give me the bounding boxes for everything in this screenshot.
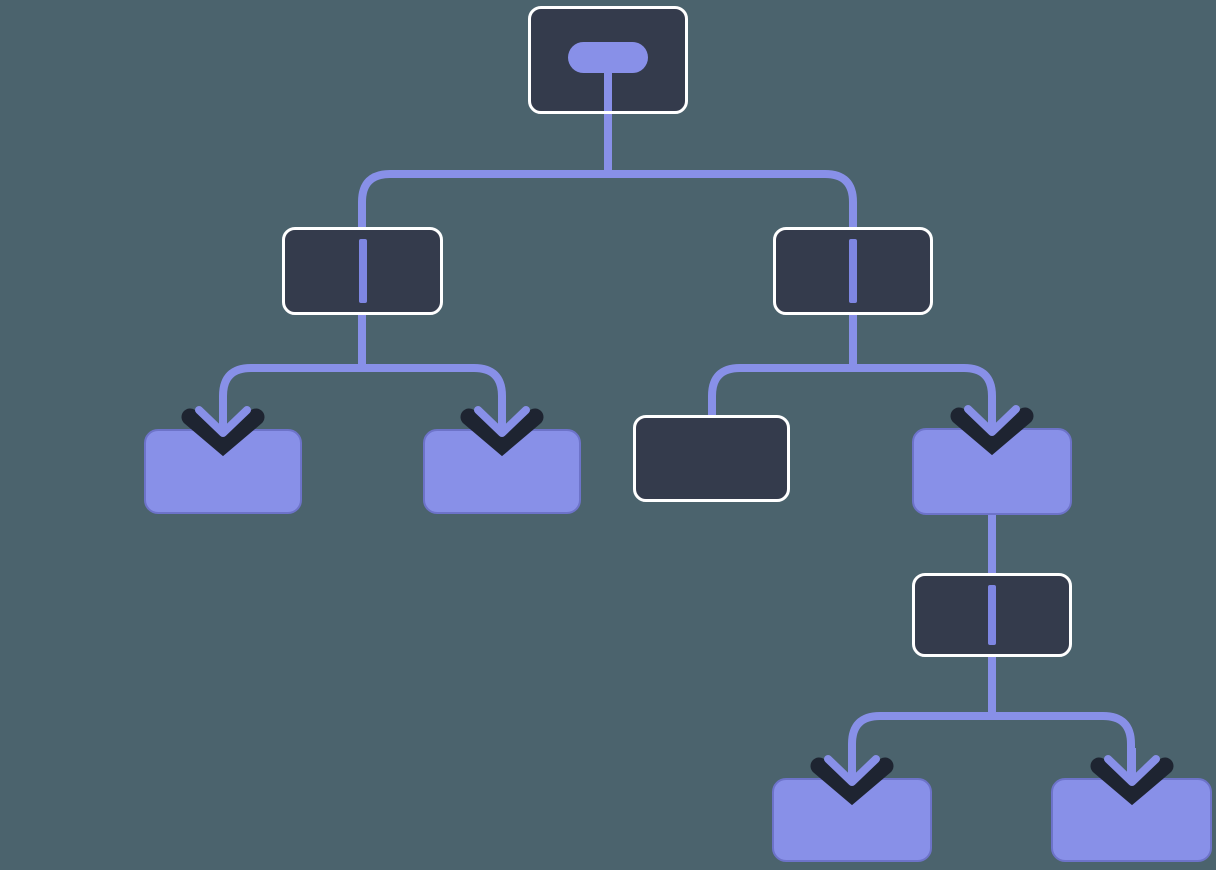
- root-pill-icon: [568, 42, 648, 73]
- edge-split4: [848, 712, 1135, 782]
- tree-node-root[interactable]: [528, 6, 688, 114]
- edge-split1: [358, 170, 857, 232]
- root-stem-line: [604, 69, 612, 111]
- pass-through-line: [358, 239, 367, 303]
- pass-through-line: [988, 585, 996, 645]
- tree-node-branch-bottom[interactable]: [912, 573, 1072, 657]
- chevron-path: [460, 408, 544, 457]
- edge-split2: [219, 364, 506, 433]
- collapse-arrow-icon[interactable]: [947, 398, 1037, 462]
- chevron-path: [181, 408, 265, 457]
- pass-through-line: [849, 239, 857, 303]
- chevron-path: [964, 405, 1020, 436]
- collapse-arrow-icon[interactable]: [1087, 748, 1177, 812]
- tree-node-leaf-dark[interactable]: [633, 415, 790, 502]
- tree-node-branch-right[interactable]: [773, 227, 933, 315]
- chevron-path: [950, 407, 1034, 456]
- chevron-path: [824, 755, 880, 786]
- collapse-arrow-icon[interactable]: [457, 399, 547, 463]
- collapse-arrow-icon[interactable]: [807, 748, 897, 812]
- tree-node-branch-left[interactable]: [282, 227, 443, 315]
- chevron-path: [1103, 755, 1160, 786]
- chevron-path: [474, 406, 530, 437]
- chevron-path: [810, 757, 894, 806]
- chevron-path: [1090, 757, 1173, 806]
- collapse-arrow-icon[interactable]: [178, 399, 268, 463]
- edge-split3: [708, 364, 996, 432]
- chevron-path: [195, 406, 251, 437]
